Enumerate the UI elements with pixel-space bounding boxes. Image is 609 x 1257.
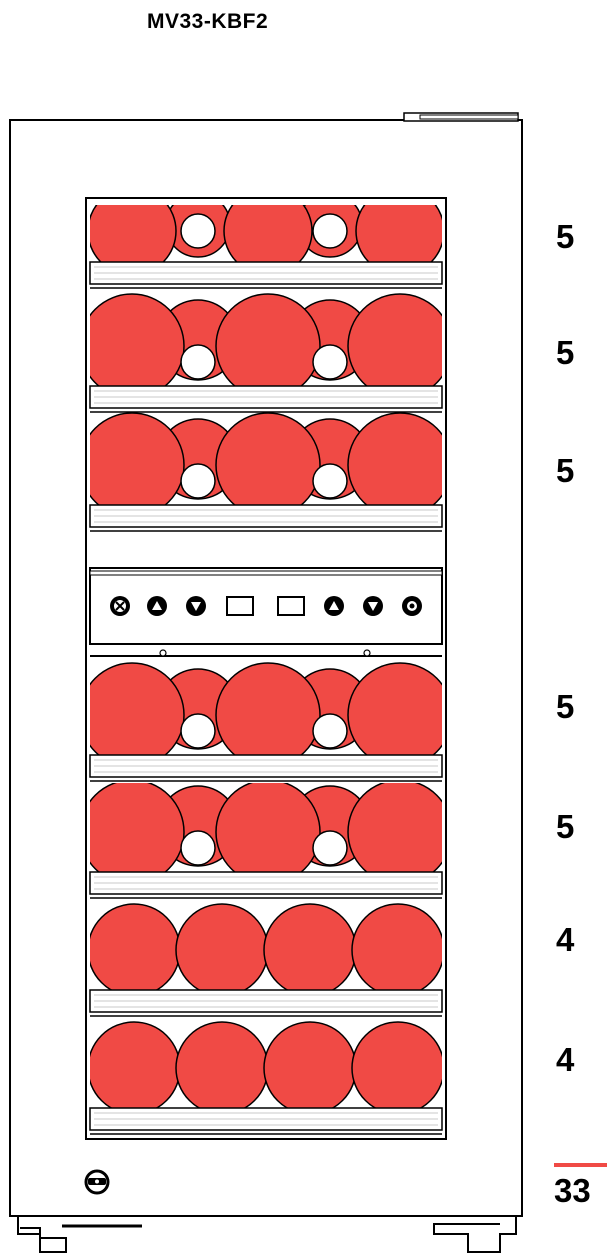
bottle <box>90 205 177 262</box>
bottle <box>223 205 313 262</box>
fan-icon[interactable] <box>110 596 130 616</box>
bottle <box>175 903 269 990</box>
shelf-count-4: 5 <box>556 688 575 725</box>
bottle <box>347 783 442 872</box>
bottle-neck <box>180 713 216 749</box>
shelf-count-2: 5 <box>556 334 575 371</box>
bottle <box>90 293 185 386</box>
bottle <box>355 205 442 262</box>
foot-left <box>17 1216 67 1253</box>
top-hinge-inner <box>419 114 519 120</box>
bottle <box>263 1021 357 1108</box>
bottle-neck <box>180 463 216 499</box>
shelf-count-1: 5 <box>556 218 575 255</box>
shelf-6 <box>89 903 443 1017</box>
model-title: MV33-KBF2 <box>147 10 269 33</box>
lock-icon[interactable] <box>84 1169 110 1195</box>
bottle <box>90 1021 181 1108</box>
up-arrow-icon[interactable] <box>147 596 167 616</box>
bottle-neck <box>312 344 348 380</box>
bottle <box>215 662 321 755</box>
bottle <box>90 783 185 872</box>
shelf-count-7: 4 <box>556 1041 575 1078</box>
bottle <box>90 412 185 505</box>
bottle <box>90 903 181 990</box>
bottle <box>347 662 442 755</box>
wine-fridge-diagram <box>9 112 523 1253</box>
bottle <box>263 903 357 990</box>
foot-right <box>433 1216 517 1253</box>
shelf-7 <box>89 1021 443 1135</box>
shelf-2 <box>89 293 443 413</box>
shelf-3 <box>89 412 443 532</box>
light-icon[interactable] <box>402 596 422 616</box>
shelf-5 <box>89 783 443 899</box>
bottle <box>351 903 442 990</box>
total-divider <box>554 1163 607 1167</box>
bottle <box>215 783 321 872</box>
bottle <box>347 412 442 505</box>
control-panel <box>89 567 443 657</box>
up-arrow-icon[interactable] <box>324 596 344 616</box>
bottle-neck <box>312 713 348 749</box>
display-left <box>226 596 254 616</box>
bottle-neck <box>312 463 348 499</box>
shelf-1 <box>89 205 443 289</box>
bottle <box>90 662 185 755</box>
bottle-neck <box>180 344 216 380</box>
bottle <box>175 1021 269 1108</box>
down-arrow-icon[interactable] <box>186 596 206 616</box>
bottle <box>347 293 442 386</box>
bottle-neck <box>312 213 348 249</box>
bottle <box>215 293 321 386</box>
shelf-count-6: 4 <box>556 921 575 958</box>
bottle-neck <box>312 830 348 866</box>
shelf-count-5: 5 <box>556 808 575 845</box>
shelf-count-3: 5 <box>556 452 575 489</box>
bottle <box>215 412 321 505</box>
total-count: 33 <box>554 1172 591 1209</box>
bottle <box>351 1021 442 1108</box>
bottle-neck <box>180 830 216 866</box>
down-arrow-icon[interactable] <box>363 596 383 616</box>
shelves-layer <box>89 205 443 1135</box>
bottle-neck <box>180 213 216 249</box>
shelf-4 <box>89 662 443 782</box>
display-right <box>277 596 305 616</box>
